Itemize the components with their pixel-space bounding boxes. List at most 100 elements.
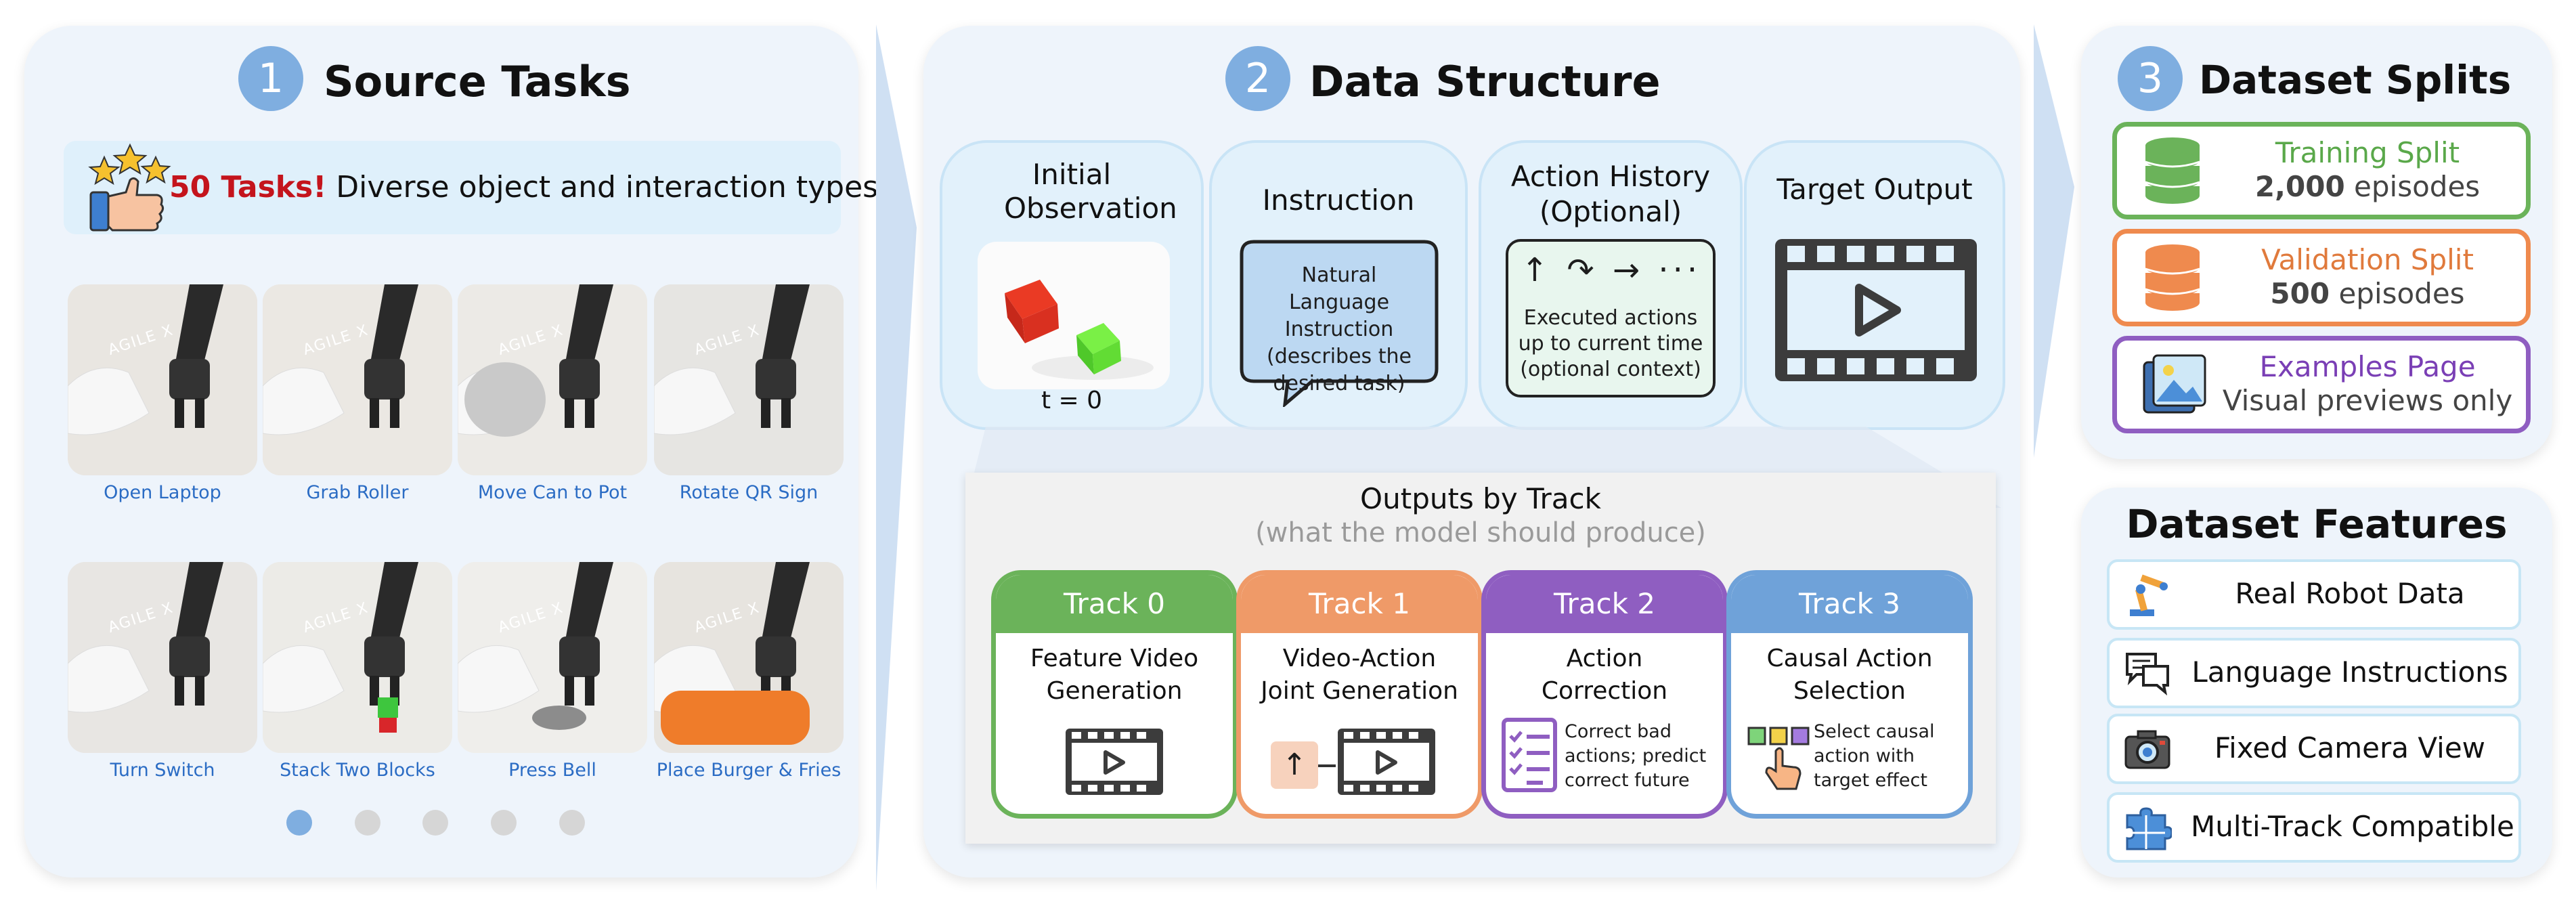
validation-split-name: Validation Split: [2261, 243, 2474, 276]
track-1-line1: Video-Action: [1282, 645, 1437, 672]
dataset-splits-title: Dataset Splits: [2199, 57, 2512, 103]
robot-arm-icon: [2130, 574, 2168, 616]
track-0-card: Track 0 Feature Video Generation: [991, 570, 1238, 819]
track-2-note-line1: Correct bad: [1565, 721, 1672, 742]
instruction-title: Instruction: [1262, 183, 1415, 217]
task-thumbnail[interactable]: AGILE X: [68, 562, 257, 753]
track-0-line1: Feature Video: [1030, 645, 1199, 672]
task-caption: Stack Two Blocks: [280, 760, 435, 781]
validation-split-count-line: 500 episodes: [2219, 277, 2516, 310]
validation-split-count: 500: [2270, 277, 2330, 310]
track-3-note-line2: action with: [1814, 745, 1915, 766]
track-1-card: Track 1 Video-Action Joint Generation ↑: [1236, 570, 1483, 819]
pagination-dot-5[interactable]: [559, 810, 585, 836]
tasks-banner-text-line: 50 Tasks! Diverse object and interaction…: [169, 170, 878, 204]
thumbs-up-stars-icon: [88, 143, 171, 232]
pagination-dot-4[interactable]: [491, 810, 517, 836]
training-split-unit: episodes: [2354, 170, 2481, 203]
task-thumbnail[interactable]: AGILE X: [68, 284, 257, 475]
robot-scene-image: [263, 284, 452, 475]
robot-scene-image: [68, 284, 257, 475]
step-number-2: 2: [1225, 46, 1290, 111]
target-output-title: Target Output: [1776, 173, 1973, 206]
track-3-note-line1: Select causal: [1814, 721, 1935, 742]
task-thumbnail[interactable]: AGILE X: [654, 284, 844, 475]
image-gallery-icon: [2143, 354, 2206, 414]
track-0-line2: Generation: [1046, 677, 1183, 705]
track-1-line2: Joint Generation: [1261, 677, 1458, 705]
examples-page-name: Examples Page: [2259, 350, 2476, 383]
task-caption: Grab Roller: [306, 482, 409, 503]
task-caption: Move Can to Pot: [477, 482, 628, 503]
task-thumbnail[interactable]: AGILE X: [263, 284, 452, 475]
robot-scene-image: [68, 562, 257, 753]
training-split-card[interactable]: Training Split 2,000 episodes: [2112, 122, 2531, 219]
task-caption: Open Laptop: [104, 482, 221, 503]
feature-label: Language Instructions: [2191, 655, 2508, 689]
track-3-line1: Causal Action: [1766, 645, 1933, 672]
select-hand-icon: [1747, 727, 1810, 790]
action-arrows-icon: ↑ ↷ → ···: [1521, 251, 1702, 289]
track-2-body: Action Correction: [1486, 643, 1723, 708]
task-caption: Rotate QR Sign: [679, 482, 818, 503]
database-icon: [2145, 244, 2200, 311]
cubes-image: [978, 242, 1170, 389]
robot-scene-image: [458, 562, 647, 753]
task-caption: Place Burger & Fries: [656, 760, 842, 781]
training-split-name: Training Split: [2275, 136, 2460, 169]
task-caption: Turn Switch: [110, 760, 215, 781]
step-number-3: 3: [2118, 46, 2183, 111]
feature-multi-track-compatible: Multi-Track Compatible: [2107, 792, 2521, 863]
robot-scene-image: [263, 562, 452, 753]
tasks-description: Diverse object and interaction types: [336, 170, 879, 204]
pagination-dot-1[interactable]: [286, 810, 312, 836]
feature-real-robot-data: Real Robot Data: [2107, 559, 2521, 630]
video-clip-icon: [1775, 239, 1977, 381]
task-thumbnail[interactable]: AGILE X: [654, 562, 844, 753]
track-2-note-line3: correct future: [1565, 770, 1690, 791]
video-clip-icon: [1066, 729, 1163, 795]
track-1-body: Video-Action Joint Generation: [1241, 643, 1478, 708]
speech-bubble-icon: [1240, 240, 1439, 407]
track-3-line2: Selection: [1793, 677, 1906, 705]
track-2-note: Correct bad actions; predict correct fut…: [1565, 720, 1723, 793]
initial-observation-title: Initial Observation: [1004, 158, 1177, 225]
checklist-icon: [1502, 718, 1557, 792]
tasks-banner: 50 Tasks! Diverse object and interaction…: [64, 141, 878, 234]
track-3-note-line3: target effect: [1814, 770, 1927, 791]
camera-icon: [2124, 730, 2170, 769]
connector-line: [1318, 764, 1336, 767]
robot-scene-image: [654, 284, 844, 475]
track-2-card: Track 2 Action Correction Correct bad ac…: [1481, 570, 1728, 819]
track-0-body: Feature Video Generation: [996, 643, 1233, 708]
validation-split-unit: episodes: [2338, 277, 2465, 310]
instruction-card: Instruction Natural Language Instruction…: [1209, 140, 1468, 430]
data-structure-title: Data Structure: [1309, 57, 1661, 106]
up-arrow-icon: ↑: [1271, 741, 1318, 789]
source-tasks-title: Source Tasks: [324, 57, 631, 106]
task-caption: Press Bell: [508, 760, 596, 781]
action-history-card: Action History (Optional) ↑ ↷ → ··· Exec…: [1479, 140, 1743, 430]
validation-split-card[interactable]: Validation Split 500 episodes: [2112, 229, 2531, 326]
track-1-label: Track 1: [1241, 575, 1478, 633]
outputs-title: Outputs by Track: [1360, 482, 1601, 515]
puzzle-icon: [2126, 807, 2172, 850]
task-thumbnail[interactable]: AGILE X: [458, 284, 647, 475]
examples-page-note: Visual previews only: [2222, 384, 2513, 417]
pagination-dot-3[interactable]: [422, 810, 448, 836]
pagination-dot-2[interactable]: [355, 810, 380, 836]
tasks-count: 50 Tasks!: [169, 170, 327, 204]
track-3-label: Track 3: [1731, 575, 1968, 633]
video-clip-icon: [1338, 729, 1435, 795]
task-thumbnail[interactable]: AGILE X: [263, 562, 452, 753]
feature-label: Real Robot Data: [2235, 577, 2465, 610]
track-2-label: Track 2: [1486, 575, 1723, 633]
robot-scene-image: [458, 284, 647, 475]
track-3-note: Select causal action with target effect: [1814, 720, 1968, 793]
track-3-body: Causal Action Selection: [1731, 643, 1968, 708]
track-2-line1: Action: [1566, 645, 1643, 672]
action-history-title: Action History (Optional): [1510, 160, 1711, 228]
step-number-1: 1: [238, 46, 303, 111]
task-thumbnail[interactable]: AGILE X: [458, 562, 647, 753]
examples-page-card[interactable]: Examples Page Visual previews only: [2112, 336, 2531, 433]
